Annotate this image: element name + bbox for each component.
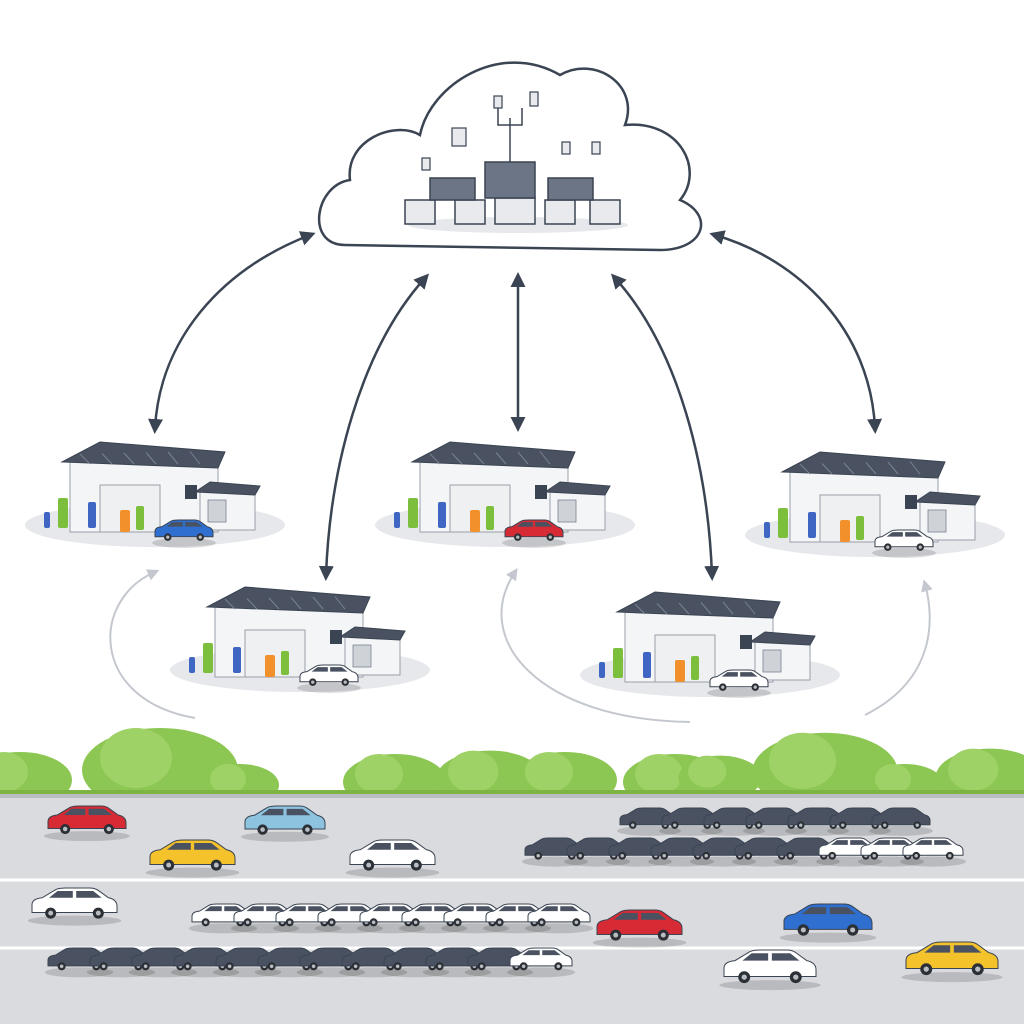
bush-row — [0, 728, 1024, 812]
station-car-icon — [152, 519, 216, 548]
charging-station-icon — [25, 441, 285, 548]
car-icon — [44, 805, 130, 842]
car-icon — [648, 837, 714, 867]
road-edge — [0, 794, 1024, 798]
car-icon — [827, 807, 891, 836]
car-icon — [592, 909, 687, 948]
station-car-icon — [502, 519, 566, 548]
car-icon — [506, 947, 576, 978]
traffic-flow-arrows — [109, 567, 933, 723]
server-rack-icon — [404, 91, 621, 225]
charging-stations — [25, 441, 1005, 698]
car-icon — [524, 903, 594, 934]
car-icon — [241, 805, 329, 842]
station-car-icon — [707, 669, 771, 698]
link-cloud-station-5 — [709, 230, 883, 434]
link-cloud-station-1 — [148, 231, 316, 434]
car-icon — [345, 839, 440, 878]
link-cloud-station-2 — [318, 273, 430, 581]
traffic-arrow-3 — [864, 579, 933, 716]
car-icon — [356, 903, 426, 934]
car-icon — [900, 837, 966, 867]
car-icon — [27, 887, 122, 926]
traffic-cars — [27, 805, 1003, 991]
car-icon — [482, 903, 552, 934]
station-car-icon — [297, 664, 361, 693]
traffic-arrow-2 — [500, 567, 691, 723]
link-cloud-station-4 — [610, 273, 720, 581]
car-icon — [380, 947, 450, 978]
charging-station-icon — [580, 591, 840, 698]
car-icon — [901, 941, 1003, 983]
car-icon — [779, 903, 877, 943]
connection-arrows — [148, 230, 883, 581]
charging-station-icon — [745, 451, 1005, 558]
car-icon — [145, 839, 240, 878]
car-icon — [816, 837, 882, 867]
station-car-icon — [872, 529, 936, 558]
charging-station-icon — [375, 441, 635, 548]
cloud-server-icon — [317, 61, 703, 252]
car-icon — [719, 949, 821, 991]
traffic-arrow-1 — [109, 569, 196, 719]
charging-station-icon — [170, 586, 430, 693]
car-icon — [869, 807, 933, 836]
